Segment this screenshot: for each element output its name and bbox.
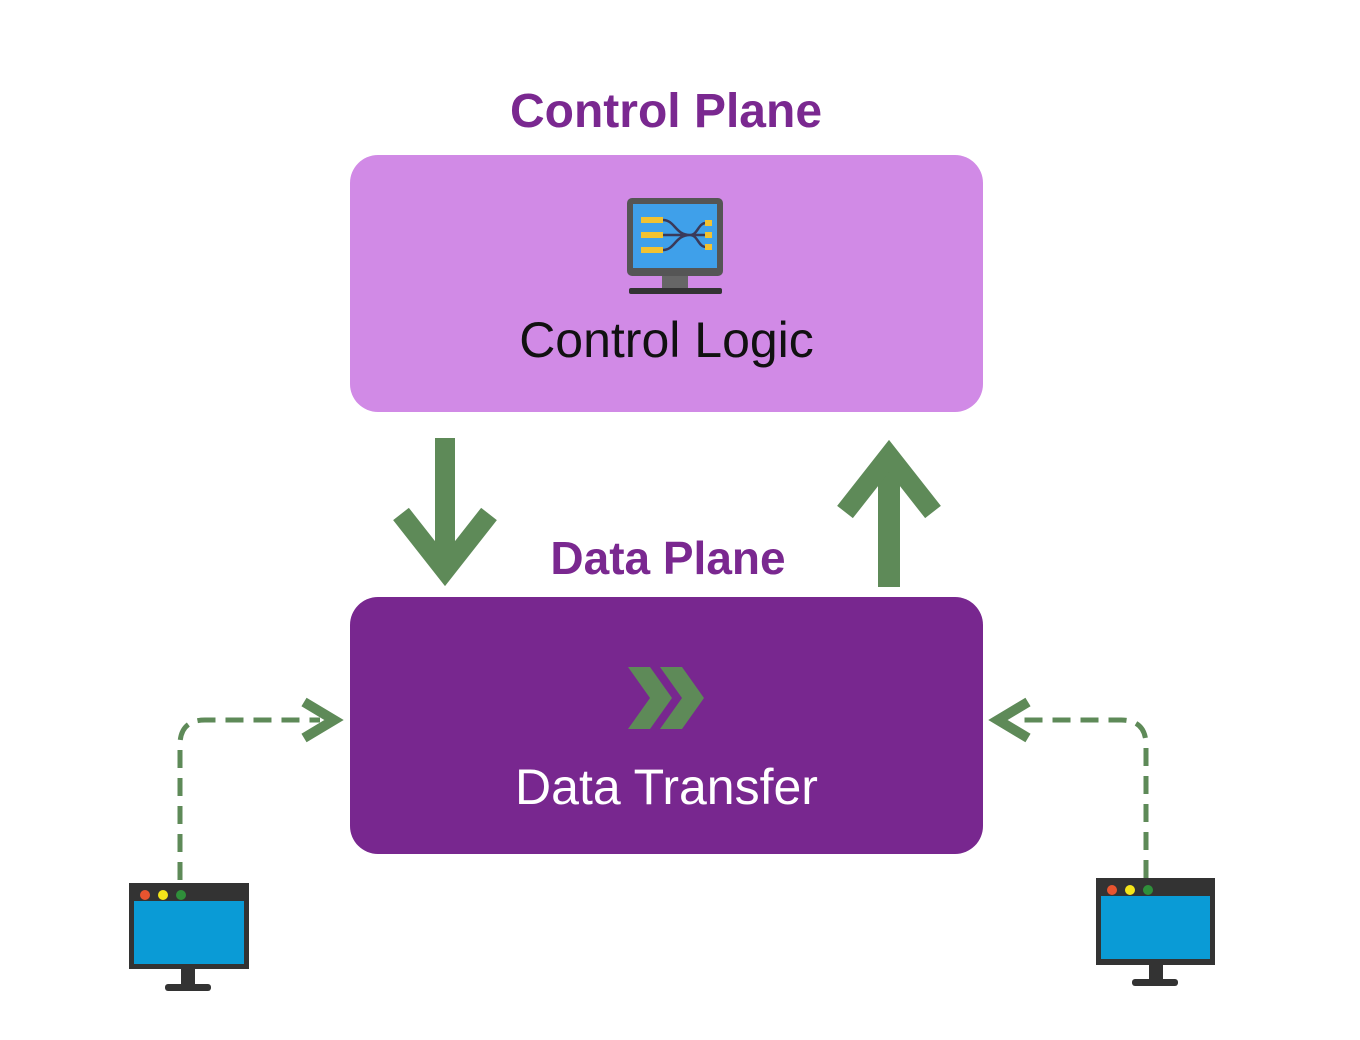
control-logic-label: Control Logic bbox=[519, 312, 814, 368]
computer-monitor-icon bbox=[129, 883, 249, 991]
down-arrow bbox=[393, 438, 497, 587]
computer-monitor-icon bbox=[1096, 878, 1215, 986]
up-arrow bbox=[837, 439, 941, 587]
data-transfer-box: Data Transfer bbox=[350, 597, 983, 854]
control-plane-title: Control Plane bbox=[509, 85, 823, 138]
right-dashed-connector bbox=[988, 697, 1149, 878]
monitor-flow-icon bbox=[627, 198, 723, 294]
data-transfer-label: Data Transfer bbox=[515, 759, 818, 815]
left-dashed-connector bbox=[177, 697, 344, 880]
control-logic-box: Control Logic bbox=[350, 155, 983, 412]
double-chevron-right-icon bbox=[628, 667, 704, 729]
data-plane-title: Data Plane bbox=[550, 532, 786, 584]
